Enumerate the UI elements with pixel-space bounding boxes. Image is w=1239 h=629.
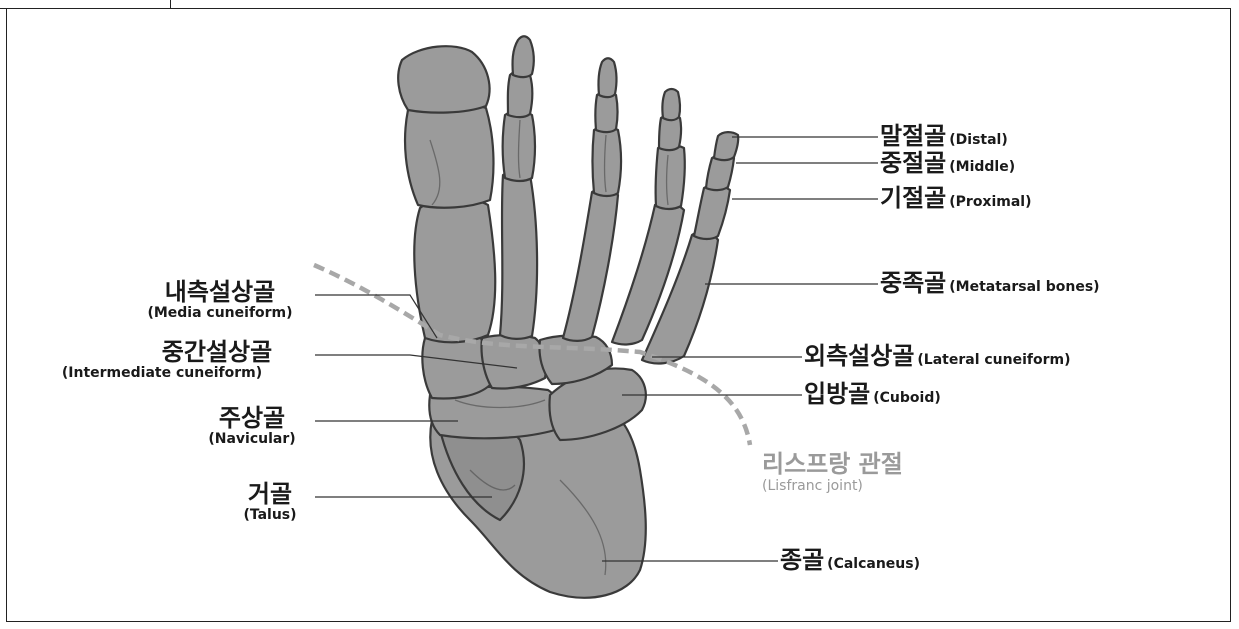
- label-cuboid-en: (Cuboid): [873, 390, 941, 406]
- label-proximal: 기절골(Proximal): [880, 186, 1032, 210]
- toe4-distal-phalanx: [662, 89, 680, 120]
- label-lateral-cuneiform-ko: 외측설상골: [804, 342, 914, 370]
- toe5-distal-phalanx: [714, 132, 738, 160]
- label-lisfranc-ko: 리스프랑 관절: [762, 450, 903, 478]
- toe2-middle-phalanx: [508, 71, 532, 117]
- label-intermediate-cuneiform-ko: 중간설상골: [162, 338, 272, 366]
- label-distal-ko: 말절골: [880, 122, 946, 150]
- label-medial-cuneiform-en: (Media cuneiform): [120, 306, 320, 320]
- label-medial-cuneiform-ko: 내측설상골: [165, 278, 275, 306]
- label-proximal-en: (Proximal): [949, 194, 1031, 210]
- toe3-proximal-phalanx: [593, 127, 622, 196]
- label-proximal-ko: 기절골: [880, 184, 946, 212]
- label-talus-ko: 거골: [248, 480, 292, 508]
- label-talus: 거골 (Talus): [230, 482, 310, 522]
- label-navicular-en: (Navicular): [190, 432, 314, 446]
- label-lisfranc: 리스프랑 관절 (Lisfranc joint): [762, 452, 903, 493]
- label-cuboid: 입방골(Cuboid): [804, 382, 941, 406]
- label-middle-en: (Middle): [949, 159, 1015, 175]
- label-metatarsal: 중족골(Metatarsal bones): [880, 271, 1100, 295]
- hallux-proximal-phalanx: [405, 102, 493, 207]
- hallux-distal-phalanx: [398, 46, 489, 112]
- label-intermediate-cuneiform-en: (Intermediate cuneiform): [12, 366, 312, 380]
- label-calcaneus-en: (Calcaneus): [827, 556, 920, 572]
- label-talus-en: (Talus): [230, 508, 310, 522]
- label-calcaneus-ko: 종골: [780, 546, 824, 574]
- toe4-proximal-phalanx: [656, 145, 685, 209]
- label-metatarsal-en: (Metatarsal bones): [949, 279, 1099, 295]
- label-distal-en: (Distal): [949, 132, 1008, 148]
- label-calcaneus: 종골(Calcaneus): [780, 548, 920, 572]
- label-lisfranc-en: (Lisfranc joint): [762, 479, 903, 493]
- toe3-distal-phalanx: [598, 58, 616, 97]
- label-lateral-cuneiform-en: (Lateral cuneiform): [917, 352, 1070, 368]
- label-middle: 중절골(Middle): [880, 151, 1015, 175]
- label-intermediate-cuneiform: 중간설상골 (Intermediate cuneiform): [12, 340, 312, 380]
- metatarsal-2: [500, 171, 537, 339]
- foot-bones: [398, 36, 738, 597]
- label-distal: 말절골(Distal): [880, 124, 1008, 148]
- metatarsal-3: [563, 189, 618, 341]
- toe5-proximal-phalanx: [694, 185, 730, 239]
- label-navicular-ko: 주상골: [219, 404, 285, 432]
- label-metatarsal-ko: 중족골: [880, 269, 946, 297]
- label-cuboid-ko: 입방골: [804, 380, 870, 408]
- label-navicular: 주상골 (Navicular): [190, 406, 314, 446]
- toe2-distal-phalanx: [513, 36, 534, 77]
- label-lateral-cuneiform: 외측설상골(Lateral cuneiform): [804, 344, 1071, 368]
- label-medial-cuneiform: 내측설상골 (Media cuneiform): [120, 280, 320, 320]
- label-middle-ko: 중절골: [880, 149, 946, 177]
